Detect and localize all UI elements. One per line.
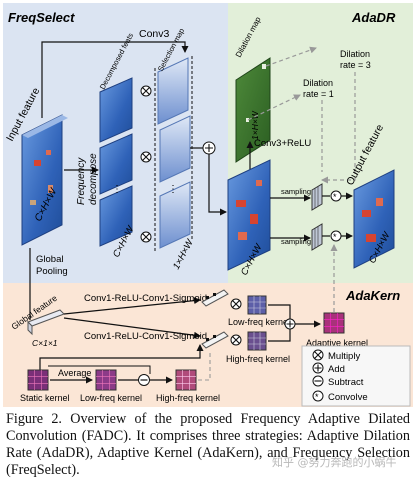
svg-text:⋮: ⋮ <box>168 184 178 195</box>
fadc-diagram: FreqSelect AdaDR AdaKern Input feature C… <box>3 3 413 407</box>
high-freq-weights <box>201 331 229 349</box>
adadr-title: AdaDR <box>351 10 396 25</box>
legend-convolve: Convolve <box>328 392 368 403</box>
decomposed-feats-stack: ⋮ <box>99 77 133 247</box>
dilation-rate-3-b: rate = 3 <box>340 60 371 70</box>
conv-chain-bottom: Conv1-ReLU-Conv1-Sigmoid <box>84 331 207 342</box>
frequency-label-1: Frequency <box>76 157 87 205</box>
onexhxw-map: 1×H×W <box>250 110 260 140</box>
svg-text:⋮: ⋮ <box>112 184 122 195</box>
svg-text:*: * <box>315 392 319 402</box>
global-pooling-2: Pooling <box>36 266 68 277</box>
add-op-freqselect <box>202 141 216 155</box>
high-freq-kernel-b-cube <box>175 369 197 391</box>
legend-multiply: Multiply <box>328 351 360 362</box>
sampling-grid-bottom <box>311 223 323 251</box>
global-pooling-1: Global <box>36 254 63 265</box>
subtract-op <box>138 374 150 386</box>
low-freq-kernel-b-label: Low-freq kernel <box>80 393 142 403</box>
low-freq-kernel-b-cube <box>95 369 117 391</box>
conv3-label: Conv3 <box>139 28 170 40</box>
conv3-relu-label: Conv3+ReLU <box>254 138 311 149</box>
svg-text:*: * <box>333 232 337 242</box>
input-feature-cube <box>21 114 68 246</box>
average-label: Average <box>58 368 91 378</box>
output-feature-cube <box>353 169 395 269</box>
dilation-rate-1-b: rate = 1 <box>303 89 334 99</box>
figure-caption: Figure 2. Overview of the proposed Frequ… <box>6 411 410 478</box>
dilation-rate-1-a: Dilation <box>303 78 333 88</box>
high-freq-kernel-label: High-freq kernel <box>226 354 290 364</box>
multiply-op-lowfreq <box>230 298 242 310</box>
watermark: 知乎 @努力奔跑的小蜗牛 <box>272 456 397 469</box>
dilation-map <box>235 57 271 163</box>
sampling-top: sampling <box>281 187 311 196</box>
static-kernel-label: Static kernel <box>20 393 70 403</box>
adaptive-kernel-label: Adaptive kernel <box>306 338 368 348</box>
adaptive-kernel-cube <box>323 312 345 334</box>
selection-map-stack: ⋮ <box>154 56 193 252</box>
svg-text:*: * <box>333 192 337 202</box>
low-freq-kernel-cube <box>247 295 267 315</box>
sampling-grid-top <box>311 183 323 211</box>
multiply-op-1 <box>140 85 152 97</box>
sampling-bottom: sampling <box>281 237 311 246</box>
global-dims: C×1×1 <box>32 338 58 348</box>
legend-add: Add <box>328 364 345 375</box>
multiply-op-highfreq <box>230 334 242 346</box>
high-freq-kernel-b-label: High-freq kernel <box>156 393 220 403</box>
multiply-op-2 <box>140 151 152 163</box>
static-kernel-cube <box>27 369 49 391</box>
adadr-feature-cube <box>227 159 271 271</box>
low-freq-kernel-label: Low-freq kernel <box>228 317 290 327</box>
high-freq-kernel-cube <box>247 331 267 351</box>
dilation-rate-3-a: Dilation <box>340 49 370 59</box>
multiply-op-3 <box>140 231 152 243</box>
adakern-title: AdaKern <box>345 288 400 303</box>
legend-subtract: Subtract <box>328 377 364 388</box>
conv-chain-top: Conv1-ReLU-Conv1-Sigmoid <box>84 293 207 304</box>
legend: Multiply Add Subtract * Convolve <box>301 345 411 407</box>
frequency-label-2: decompose <box>88 153 99 205</box>
low-freq-weights <box>201 289 229 307</box>
add-op-kernels <box>284 318 296 330</box>
freqselect-title: FreqSelect <box>8 10 75 25</box>
